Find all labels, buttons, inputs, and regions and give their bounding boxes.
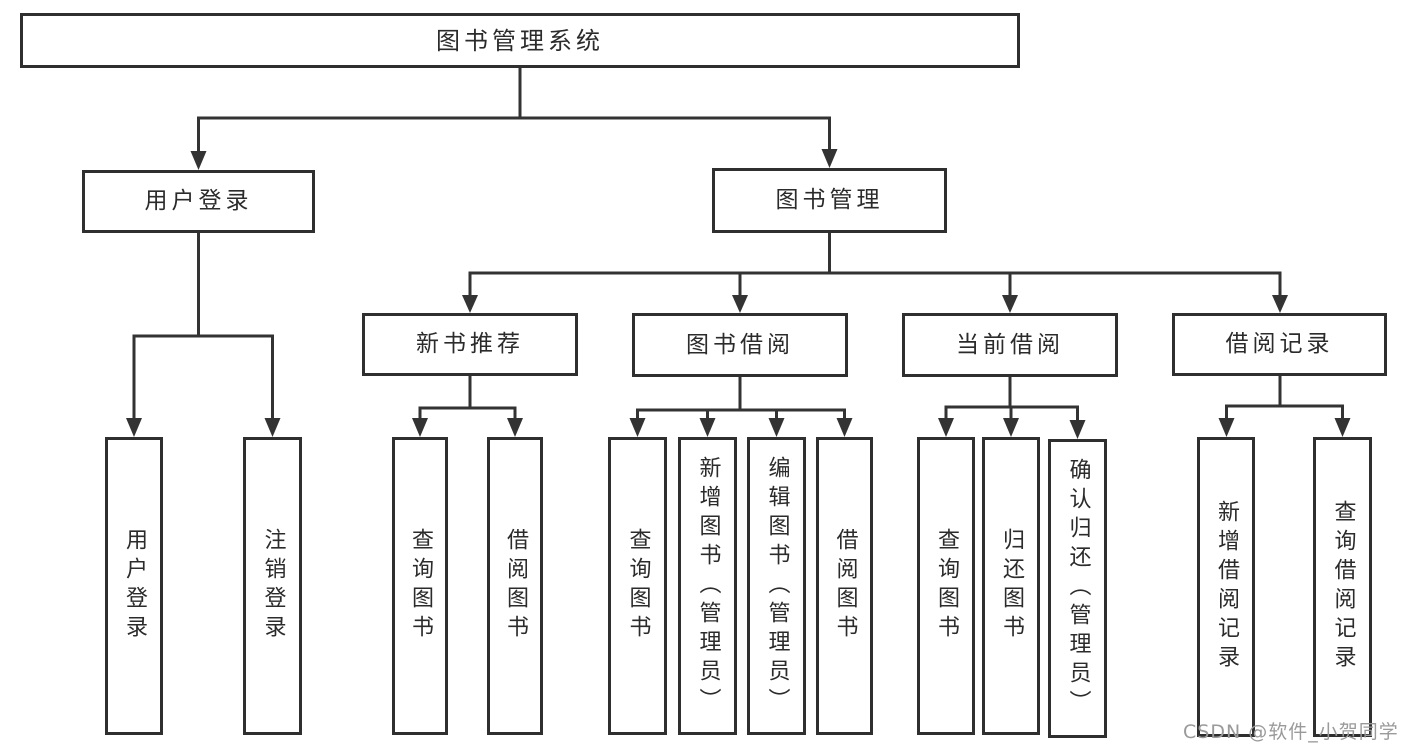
arrowhead xyxy=(732,295,748,313)
arrowhead xyxy=(768,418,785,437)
arrowhead xyxy=(264,418,281,437)
leaf-confirm-return-admin: 确认归还（管理员） xyxy=(1048,439,1107,738)
arrowhead xyxy=(699,418,716,437)
arrowhead xyxy=(190,151,207,170)
arrowhead xyxy=(938,418,954,437)
arrowhead xyxy=(1002,295,1018,313)
arrowhead xyxy=(1334,418,1351,437)
arrowhead xyxy=(507,418,523,437)
leaf-borrow-book-1: 借阅图书 xyxy=(487,437,543,735)
leaf-return-book: 归还图书 xyxy=(982,437,1040,735)
arrowhead xyxy=(1218,418,1235,437)
node-book-management: 图书管理 xyxy=(712,168,947,233)
connector-borrow-record-children xyxy=(1225,376,1344,420)
connector-user-login-children xyxy=(132,233,274,420)
arrowhead xyxy=(836,418,853,437)
arrowhead xyxy=(629,418,646,437)
leaf-query-borrow-record: 查询借阅记录 xyxy=(1313,437,1372,737)
node-user-login: 用户登录 xyxy=(82,170,315,233)
leaf-borrow-book-2: 借阅图书 xyxy=(816,437,873,735)
node-book-borrow: 图书借阅 xyxy=(632,313,848,377)
leaf-query-book-1: 查询图书 xyxy=(392,437,448,735)
arrowhead xyxy=(821,149,838,168)
leaf-query-book-2: 查询图书 xyxy=(608,437,667,735)
connector-current-borrow-children xyxy=(944,377,1079,422)
node-root-system: 图书管理系统 xyxy=(20,13,1020,68)
arrowhead xyxy=(1272,295,1288,313)
leaf-add-borrow-record: 新增借阅记录 xyxy=(1197,437,1255,737)
csdn-watermark: CSDN @软件_小贺同学 xyxy=(1183,721,1399,743)
connector-book-borrow-children xyxy=(636,377,846,420)
arrowhead xyxy=(1003,418,1019,437)
arrowhead xyxy=(462,295,478,313)
node-new-book-recommend: 新书推荐 xyxy=(362,313,578,376)
arrowhead xyxy=(412,418,428,437)
leaf-user-login: 用户登录 xyxy=(105,437,163,735)
arrowhead xyxy=(126,418,142,437)
connector-book-management-children xyxy=(468,233,1282,296)
node-current-borrow: 当前借阅 xyxy=(902,313,1118,377)
connector-new-book-children xyxy=(418,376,517,420)
leaf-query-book-3: 查询图书 xyxy=(917,437,975,735)
node-borrow-record: 借阅记录 xyxy=(1172,313,1387,376)
arrowhead xyxy=(1069,420,1086,439)
leaf-edit-book-admin: 编辑图书（管理员） xyxy=(747,437,806,735)
connector-root-to-level2 xyxy=(197,68,831,152)
leaf-logout: 注销登录 xyxy=(243,437,302,735)
leaf-add-book-admin: 新增图书（管理员） xyxy=(678,437,737,735)
